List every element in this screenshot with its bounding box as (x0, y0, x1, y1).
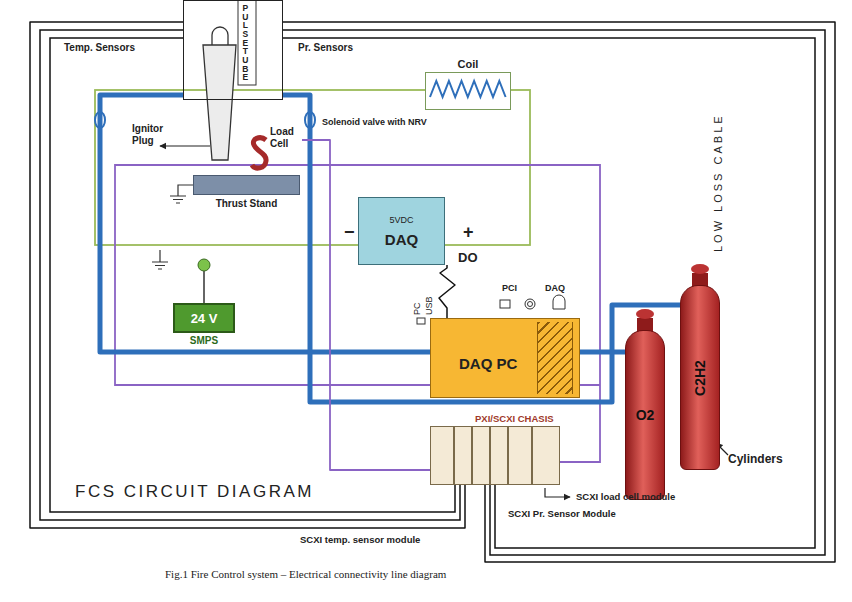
indicator-lamp (198, 259, 210, 271)
cable (50, 38, 455, 512)
part-label: LOW LOSS CABLE (712, 113, 724, 252)
tube-label: PULSE TUBE (241, 4, 250, 82)
load-cell-symbol (252, 138, 266, 168)
thrust-stand-plate (193, 175, 300, 195)
chassis-box (430, 426, 560, 485)
cable (40, 30, 460, 520)
port-icon (417, 318, 425, 324)
part-label: SCXI load cell module (576, 491, 675, 502)
daq-pc: DAQ PC (430, 318, 580, 398)
cylinder-valve (691, 264, 709, 274)
part-label: Solenoid valve with NRV (322, 117, 427, 127)
ground-symbol (152, 250, 168, 269)
leader-arrow (545, 488, 570, 497)
purple-wire (115, 165, 600, 462)
pulse-tube: PULSE TUBE (183, 0, 283, 100)
coil-winding (430, 81, 506, 97)
module-slot (531, 427, 533, 484)
gas-pipe (283, 95, 680, 402)
smps-box: 24 V (173, 303, 235, 333)
daq-voltage: 5VDC (389, 215, 413, 225)
daq-pc-label: DAQ PC (459, 355, 517, 372)
load-cell-wire (302, 140, 430, 470)
port-icon (528, 302, 533, 307)
tube-inner (238, 0, 256, 85)
daq-label: DAQ (385, 231, 418, 248)
part-label: SCXI Pr. Sensor Module (508, 508, 616, 519)
cable (283, 30, 825, 555)
smps-voltage: 24 V (191, 311, 218, 326)
module-slot (489, 427, 491, 484)
part-label: SCXI temp. sensor module (300, 534, 420, 545)
thrust-stand: Thrust Stand (193, 175, 300, 209)
module-slot (453, 427, 455, 484)
ground-symbol (170, 185, 193, 203)
module-slot (471, 427, 473, 484)
load-cell-text: Load Cell (270, 126, 302, 149)
cylinder-valve (636, 309, 654, 319)
smps: 24 V SMPS (173, 303, 235, 347)
part-label: PC (412, 302, 422, 315)
gas-cylinder: O2 (625, 330, 665, 500)
coil-winding (426, 73, 509, 108)
coil-group: Coil (425, 58, 511, 110)
port-icon (525, 299, 535, 309)
usb-wire (439, 265, 455, 318)
pxi-scxi-chassis: PXI/SCXI CHASIS (430, 412, 560, 485)
coil-label: Coil (458, 58, 479, 70)
chassis-label: PXI/SCXI CHASIS (475, 412, 554, 426)
edge-label: Temp. Sensors (62, 42, 137, 53)
part-label: DO (458, 250, 478, 265)
part-label: − (344, 222, 355, 243)
module-slot (507, 427, 509, 484)
cable (283, 38, 815, 548)
hatching (537, 322, 573, 394)
sensor-cable (283, 22, 835, 562)
port-icon (500, 300, 510, 308)
part-label: + (463, 222, 474, 243)
cylinder-label: C2H2 (692, 360, 708, 396)
figure-caption: Fig.1 Fire Control system – Electrical c… (165, 568, 446, 580)
thruster-nozzle (203, 45, 236, 160)
edge-label: Pr. Sensors (296, 42, 355, 53)
part-label: Cylinders (728, 452, 783, 466)
port-icon (553, 295, 565, 309)
part-label: PCI (502, 283, 517, 293)
injector (212, 27, 228, 45)
part-label: Ignitor Plug (132, 123, 174, 147)
cylinder-label: O2 (636, 407, 655, 423)
smps-label: SMPS (190, 335, 218, 347)
gas-pipe (100, 95, 625, 352)
thrust-stand-label: Thrust Stand (216, 198, 278, 209)
sensor-cables (40, 30, 825, 555)
daq-module: 5VDC DAQ (358, 197, 445, 265)
part-label: DAQ (545, 283, 565, 293)
part-label: USB (424, 296, 434, 315)
gas-cylinder: C2H2 (680, 285, 720, 470)
sensor-cable (30, 22, 465, 528)
coil-box (425, 72, 511, 110)
ignitor-arrow (160, 145, 210, 146)
load-cell-label: Load Cell (270, 126, 302, 149)
diagram-title: FCS CIRCUIT DIAGRAM (75, 482, 314, 502)
smps-lead (203, 271, 205, 303)
